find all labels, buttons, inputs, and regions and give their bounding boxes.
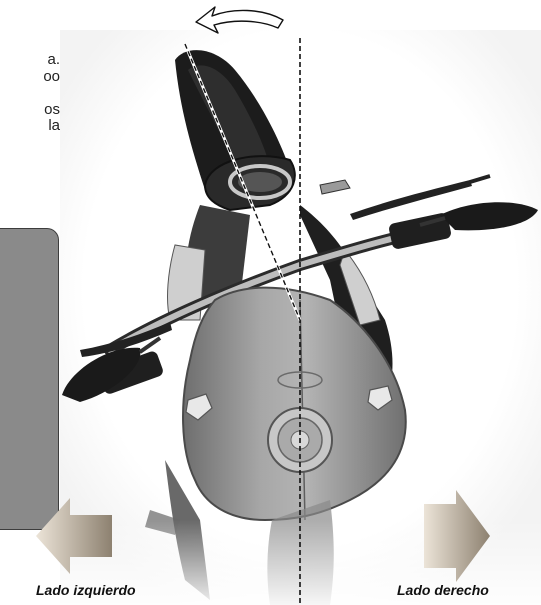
curved-arrow-left-icon: [196, 7, 283, 33]
left-side-label: Lado izquierdo: [36, 582, 136, 598]
right-side-label: Lado derecho: [397, 582, 489, 598]
